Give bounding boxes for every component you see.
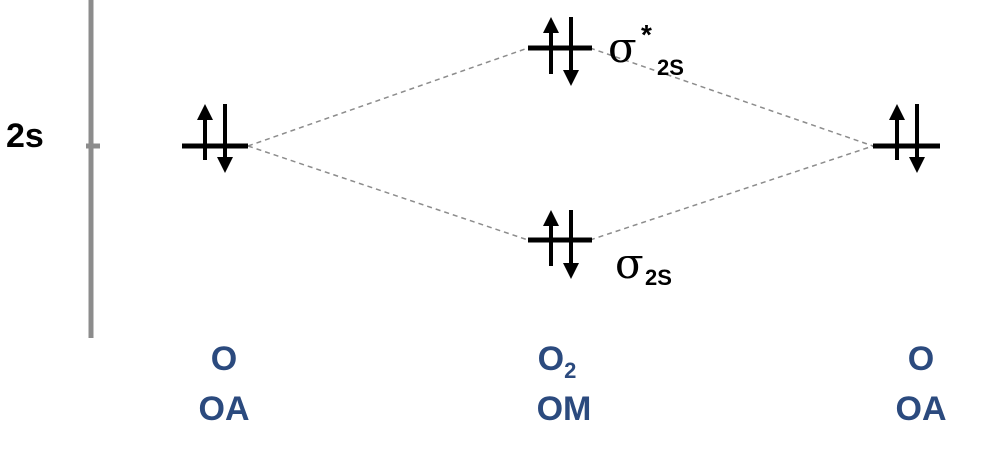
spin-up-arrowhead [889,104,905,120]
molecule-subscript: 2 [564,358,576,383]
spin-up-arrowhead [543,210,559,226]
bonding-subscript: 2S [645,265,672,290]
energy-level-label: 2s [6,117,44,155]
connector-antibonding-to-right [589,47,874,147]
spin-up-arrowhead [197,104,213,120]
right-column-type-label: OA [896,390,947,428]
spin-down-arrowhead [563,70,579,86]
connector-bonding-to-right [589,145,874,241]
spin-down-arrowhead [909,157,925,173]
middle-column-type-label: OM [537,390,592,428]
left-electron-pair [197,104,233,173]
right-column-atom-label: O [908,340,934,378]
antibonding-superscript: * [641,19,652,50]
right-electron-pair [889,104,925,173]
sigma-symbol: σ [608,23,637,72]
right-atomic-orbital [873,104,940,173]
bonding-electron-pair [543,210,579,279]
bonding-orbital-label: σ [615,239,644,288]
antibonding-orbital-label: σ [608,23,637,72]
middle-column-molecule-label: O2 [538,340,577,383]
bonding-orbital: σ 2S [528,210,672,290]
spin-down-arrowhead [563,263,579,279]
connector-left-to-antibonding [247,47,529,147]
left-column-type-label: OA [199,390,250,428]
sigma-symbol: σ [615,239,644,288]
spin-down-arrowhead [217,157,233,173]
left-column-atom-label: O [211,340,237,378]
connector-left-to-bonding [247,145,529,241]
antibonding-subscript: 2S [657,55,684,80]
left-atomic-orbital [182,104,248,173]
antibonding-electron-pair [543,17,579,86]
spin-up-arrowhead [543,17,559,33]
molecule-base: O [538,340,564,378]
antibonding-orbital: σ * 2S [528,17,684,86]
